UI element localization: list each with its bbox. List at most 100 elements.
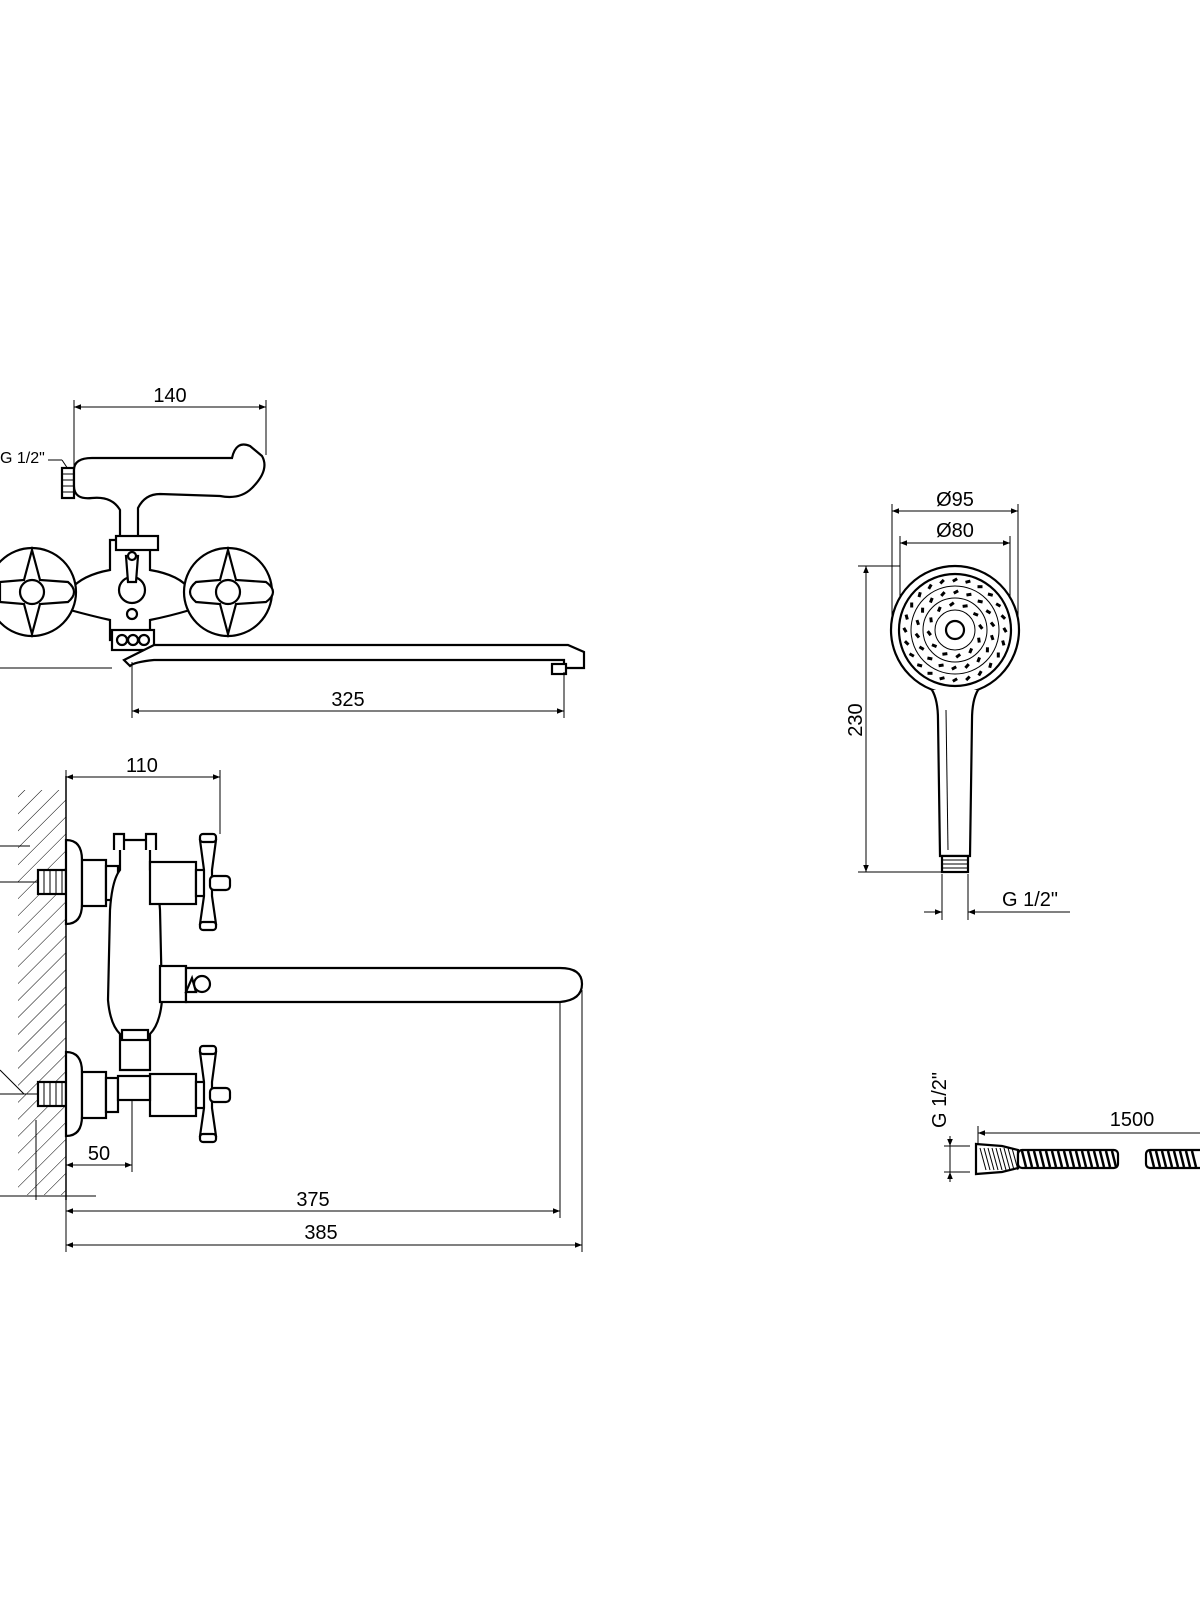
- hose-coil: [1110, 1150, 1118, 1168]
- nozzle: [921, 607, 925, 613]
- knurl-line: [1007, 1147, 1015, 1171]
- nozzle: [1001, 640, 1006, 646]
- hand-shower-view: Ø95 Ø80 230 G 1/2": [845, 489, 1070, 920]
- knurl-line: [999, 1147, 1007, 1171]
- hose-thread-label: G 1/2": [929, 1072, 951, 1128]
- nozzle: [927, 583, 933, 590]
- nozzle: [965, 675, 971, 682]
- nozzle: [929, 597, 934, 604]
- nozzle: [987, 592, 994, 597]
- hose-end-knurl: [979, 1147, 1019, 1171]
- nozzle: [939, 578, 945, 585]
- nozzle: [903, 640, 910, 646]
- dim-front-spout: 325: [331, 689, 364, 711]
- hose-coils-right: [1148, 1150, 1198, 1168]
- nozzle: [929, 617, 933, 623]
- nozzle: [952, 677, 958, 683]
- nozzle: [908, 652, 915, 658]
- hose-coil: [1178, 1150, 1186, 1168]
- nozzle: [927, 656, 933, 661]
- knurl-line: [991, 1147, 999, 1171]
- hose-coil: [1038, 1150, 1046, 1168]
- nozzle: [977, 599, 983, 604]
- shower-thread-label: G 1/2": [1002, 889, 1058, 911]
- nozzle: [904, 614, 909, 620]
- nozzle: [964, 663, 970, 669]
- nozzle: [910, 602, 914, 608]
- front-thread-label: G 1/2": [0, 450, 45, 467]
- nozzle: [977, 637, 981, 643]
- knurl-line: [987, 1147, 995, 1171]
- nozzle: [966, 592, 972, 597]
- nozzle: [978, 623, 984, 630]
- nozzle: [951, 665, 957, 671]
- side-view: 110: [0, 755, 584, 1252]
- knurl-line: [979, 1147, 987, 1171]
- knurl-line: [995, 1147, 1003, 1171]
- hose-coil: [1068, 1150, 1076, 1168]
- nozzle: [914, 632, 921, 639]
- nozzle: [996, 652, 1000, 658]
- hose-coil: [1044, 1150, 1052, 1168]
- nozzle: [1002, 627, 1008, 633]
- hose-coil: [1092, 1150, 1100, 1168]
- knurl-line: [983, 1147, 991, 1171]
- hose-coil: [1050, 1150, 1058, 1168]
- nozzle: [902, 627, 908, 633]
- nozzle: [916, 663, 923, 668]
- nozzle: [915, 619, 920, 626]
- nozzle: [918, 645, 925, 651]
- nozzle-pattern: [902, 577, 1008, 683]
- dim-side-width: 110: [126, 755, 158, 777]
- nozzle: [952, 577, 958, 583]
- hose-coil: [1020, 1150, 1028, 1168]
- nozzle: [1000, 614, 1007, 620]
- dim-hose-length: 1500: [1110, 1109, 1155, 1131]
- hose-coil: [1148, 1150, 1156, 1168]
- nozzle: [976, 656, 981, 663]
- hose-coil: [1190, 1150, 1198, 1168]
- nozzle: [939, 676, 945, 681]
- nozzle: [948, 601, 955, 607]
- hose-coil: [1172, 1150, 1180, 1168]
- nozzle: [988, 662, 993, 669]
- nozzle: [942, 652, 948, 656]
- knurl-line: [1003, 1147, 1011, 1171]
- nozzle: [940, 591, 946, 597]
- nozzle: [990, 634, 995, 641]
- nozzle: [962, 604, 968, 608]
- nozzle: [968, 647, 974, 654]
- dim-shower-outer: Ø95: [936, 489, 974, 511]
- nozzle: [936, 606, 942, 613]
- nozzle: [977, 585, 983, 589]
- hose-coil: [1062, 1150, 1070, 1168]
- hose-view: G 1/2" 1500: [929, 1072, 1200, 1182]
- nozzle: [953, 589, 959, 595]
- hose-coil: [1160, 1150, 1168, 1168]
- hose-coil: [1080, 1150, 1088, 1168]
- dim-side-offset: 50: [88, 1143, 110, 1165]
- nozzle: [955, 653, 962, 659]
- nozzle: [927, 671, 933, 675]
- nozzle: [989, 621, 996, 628]
- nozzle: [917, 591, 922, 598]
- nozzle: [965, 579, 971, 584]
- front-view: 140 G 1/2": [0, 385, 586, 718]
- hose-coil: [1026, 1150, 1034, 1168]
- knurl-line: [1011, 1147, 1019, 1171]
- dim-front-width: 140: [153, 385, 186, 407]
- nozzle: [977, 670, 983, 677]
- dim-side-spout: 375: [296, 1189, 329, 1211]
- nozzle: [926, 630, 932, 637]
- nozzle: [972, 611, 979, 617]
- hose-coil: [1104, 1150, 1112, 1168]
- nozzle: [985, 609, 992, 615]
- hose-coil: [1032, 1150, 1040, 1168]
- nozzle: [938, 663, 944, 668]
- hose-coils-left: [1020, 1150, 1118, 1168]
- hose-coil: [1056, 1150, 1064, 1168]
- hose-coil: [1074, 1150, 1082, 1168]
- nozzle: [931, 643, 938, 649]
- dim-shower-inner: Ø80: [936, 520, 974, 542]
